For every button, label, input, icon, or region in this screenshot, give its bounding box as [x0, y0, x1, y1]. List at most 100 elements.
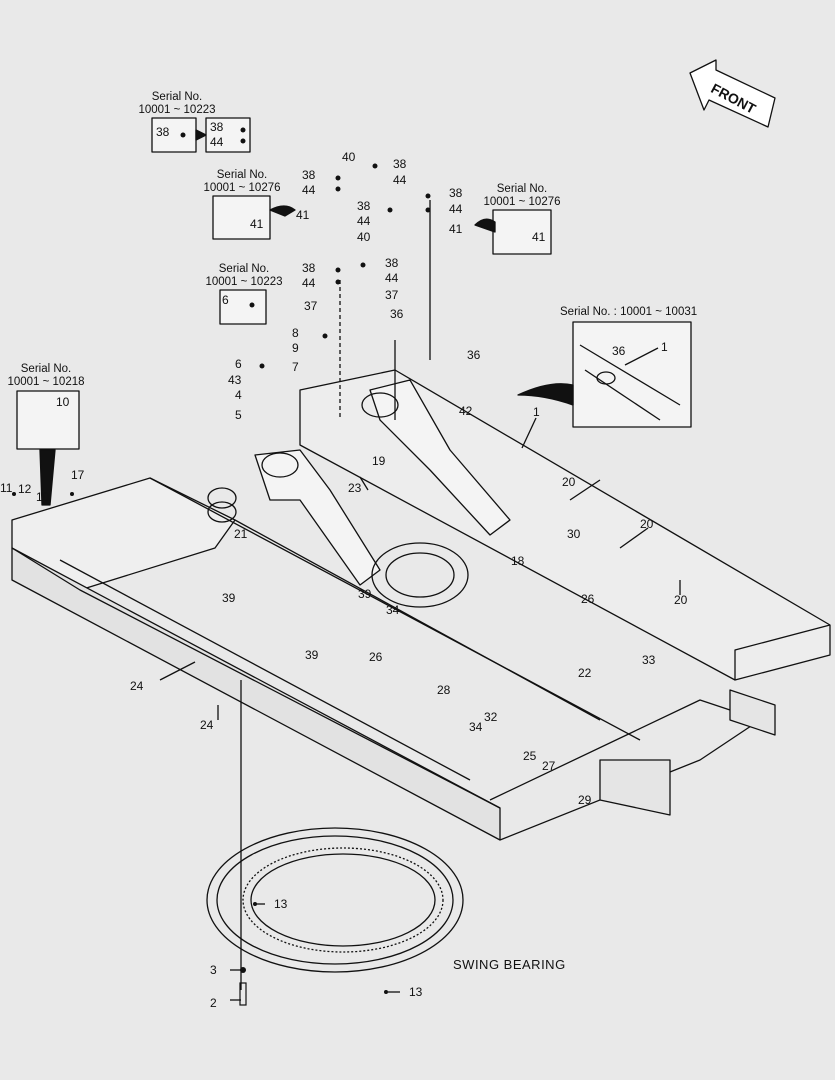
callout-41: 41 [449, 222, 463, 236]
callout-3: 3 [210, 963, 217, 977]
callout-27: 27 [542, 759, 556, 773]
callout-13: 13 [274, 897, 288, 911]
callout-21: 21 [234, 527, 248, 541]
callout-28: 28 [437, 683, 451, 697]
callout-38: 38 [302, 168, 316, 182]
serial-note-range: 10001 ~ 10276 [203, 182, 281, 194]
callout-38: 38 [156, 125, 170, 139]
callout-6: 6 [222, 293, 229, 307]
serial-note-range: 10001 ~ 10223 [138, 104, 216, 116]
callout-33: 33 [642, 653, 656, 667]
callout-34: 34 [469, 720, 483, 734]
callout-12: 12 [18, 482, 32, 496]
callout-7: 7 [292, 360, 299, 374]
inset-box-a2 [205, 117, 251, 153]
serial-note-f: Serial No. : 10001 ~ 10031 [560, 306, 698, 318]
serial-note-a: Serial No. 10001 ~ 10223 [137, 91, 217, 117]
callout-44: 44 [449, 202, 463, 216]
serial-note-e: Serial No. 10001 ~ 10218 [6, 363, 86, 389]
callout-38: 38 [449, 186, 463, 200]
callout-32: 32 [484, 710, 498, 724]
callout-2: 2 [210, 996, 217, 1010]
callout-44: 44 [302, 183, 316, 197]
callout-34: 34 [386, 603, 400, 617]
inset-box-b [212, 195, 271, 240]
front-arrow-icon [689, 59, 776, 128]
callout-26: 26 [369, 650, 383, 664]
callout-38: 38 [210, 120, 224, 134]
serial-note-title: Serial No. [496, 183, 548, 195]
swing-bearing-gear [242, 847, 444, 953]
callout-44: 44 [357, 214, 371, 228]
callout-40: 40 [357, 230, 371, 244]
callout-44: 44 [385, 271, 399, 285]
callout-24: 24 [200, 718, 214, 732]
swing-bearing-label: SWING BEARING [453, 957, 566, 972]
callout-20: 20 [562, 475, 576, 489]
callout-23: 23 [348, 481, 362, 495]
callout-11: 11 [0, 481, 13, 495]
callout-25: 25 [523, 749, 537, 763]
rear-counterweight-mount [599, 759, 671, 816]
callout-36: 36 [612, 344, 626, 358]
callout-41: 41 [296, 208, 310, 222]
swing-bearing-outer [206, 827, 464, 973]
callout-41: 41 [532, 230, 546, 244]
callout-44: 44 [393, 173, 407, 187]
frame-main-deck [11, 547, 501, 841]
serial-note-range: 10001 ~ 10218 [7, 376, 85, 388]
boom-bracket-right [369, 379, 511, 536]
callout-10: 10 [56, 395, 70, 409]
callout-17: 17 [71, 468, 85, 482]
callout-19: 19 [372, 454, 386, 468]
serial-note-range: 10001 ~ 10276 [483, 196, 561, 208]
callout-30: 30 [567, 527, 581, 541]
inset-box-c [492, 209, 552, 255]
callout-1: 1 [533, 405, 540, 419]
callout-40: 40 [342, 150, 356, 164]
callout-36: 36 [390, 307, 404, 321]
callout-13: 13 [409, 985, 423, 999]
callout-1: 1 [661, 340, 668, 354]
callout-20: 20 [674, 593, 688, 607]
callout-37: 37 [304, 299, 318, 313]
callout-9: 9 [292, 341, 299, 355]
callout-10: 10 [36, 490, 50, 504]
callout-41: 41 [250, 217, 264, 231]
callout-39: 39 [305, 648, 319, 662]
callout-42: 42 [459, 404, 473, 418]
serial-note-title: Serial No. [218, 263, 270, 275]
inset-box-e [16, 390, 80, 450]
callout-38: 38 [393, 157, 407, 171]
callout-39: 39 [358, 587, 372, 601]
callout-4: 4 [235, 388, 242, 402]
callout-39: 39 [222, 591, 236, 605]
serial-note-d: Serial No. 10001 ~ 10223 [204, 263, 284, 289]
callout-20: 20 [640, 517, 654, 531]
callout-44: 44 [210, 135, 224, 149]
callout-38: 38 [357, 199, 371, 213]
swing-mount-ring [371, 542, 469, 608]
serial-note-title: Serial No. [151, 91, 203, 103]
callout-18: 18 [511, 554, 525, 568]
serial-note-b: Serial No. 10001 ~ 10276 [202, 169, 282, 195]
serial-note-c: Serial No. 10001 ~ 10276 [482, 183, 562, 209]
inset-box-d [219, 289, 267, 325]
callout-6: 6 [235, 357, 242, 371]
serial-note-range: 10001 ~ 10223 [205, 276, 283, 288]
serial-note-title: Serial No. [20, 363, 72, 375]
callout-38: 38 [302, 261, 316, 275]
callout-24: 24 [130, 679, 144, 693]
callout-5: 5 [235, 408, 242, 422]
callout-36: 36 [467, 348, 481, 362]
callout-43: 43 [228, 373, 242, 387]
boom-bracket-left [254, 449, 381, 586]
callout-22: 22 [578, 666, 592, 680]
callout-38: 38 [385, 256, 399, 270]
serial-note-title: Serial No. [216, 169, 268, 181]
callout-44: 44 [302, 276, 316, 290]
callout-37: 37 [385, 288, 399, 302]
callout-8: 8 [292, 326, 299, 340]
